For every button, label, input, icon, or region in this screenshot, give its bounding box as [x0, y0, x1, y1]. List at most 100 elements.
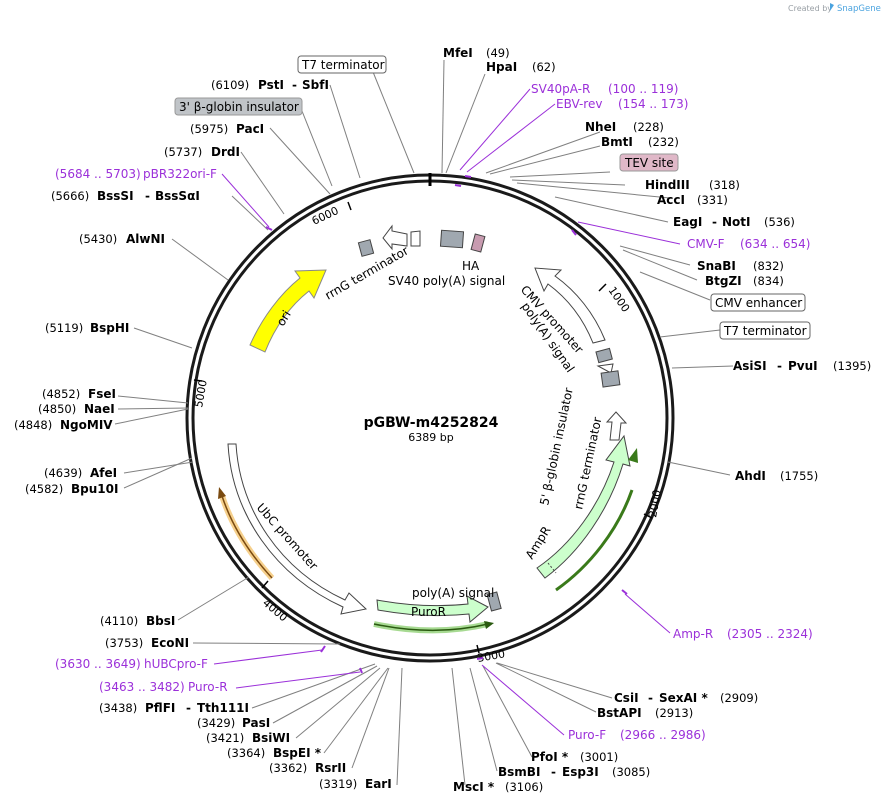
- site-econi-name: EcoNI: [151, 636, 189, 650]
- site-bbsi-name: BbsI: [146, 614, 175, 628]
- right-gray-block-2: [600, 370, 621, 388]
- boxed-label-cmv-enhancer: CMV enhancer: [710, 293, 806, 312]
- site-btgzi-name: BtgZI: [705, 274, 742, 288]
- primer-leader-lines: [213, 88, 681, 736]
- site-afei-name: AfeI: [90, 466, 117, 480]
- site-ahdi-pos: (1755): [780, 469, 818, 483]
- site-asisi-pos: (1395): [833, 359, 871, 373]
- site-snabi-name: SnaBI: [697, 259, 736, 273]
- site-bmti-pos: (232): [648, 135, 679, 149]
- tick-label-4000: 4000: [260, 596, 290, 624]
- site-bpu10i-name: Bpu10I: [71, 482, 118, 496]
- site-psti-sep: -: [292, 78, 297, 92]
- site-hindiii-pos: (318): [709, 178, 740, 192]
- primer-hubcpro-f-range: (3630 .. 3649): [55, 657, 141, 671]
- site-csii-sep: -: [648, 691, 653, 705]
- boxed-label-3-beta-globin-insulator: 3' β-globin insulator: [174, 97, 303, 116]
- boxed-label-tev-site: TEV site: [619, 153, 679, 172]
- site-eagi-sep: -: [712, 215, 717, 229]
- backbone: [185, 173, 675, 663]
- feature-sv40-polya: SV40 poly(A) signal: [382, 224, 505, 288]
- primer-sv40pa-r-name: SV40pA-R: [531, 82, 590, 96]
- primer-amp-r-name: Amp-R: [673, 627, 713, 641]
- site-bsiwi-name: BsiWI: [252, 731, 290, 745]
- right-small-arrow: [596, 363, 614, 374]
- cmv-enhancer-label: CMV enhancer: [715, 296, 802, 310]
- site-tth111i-name: Tth111I: [197, 701, 249, 715]
- site-ngomiv-name: NgoMIV: [60, 418, 113, 432]
- site-esp3i-name: Esp3I: [562, 765, 599, 779]
- site-bsssi-name: BssSI: [97, 189, 134, 203]
- site-nhei-name: NheI: [585, 120, 616, 134]
- terminator-block-top: [439, 229, 465, 249]
- polya-bottom-label: poly(A) signal: [412, 586, 494, 600]
- primer-cmv-f-name: CMV-F: [687, 237, 725, 251]
- site-psti-pos: (6109): [211, 78, 249, 92]
- site-bsphi-pos: (5119): [45, 321, 83, 335]
- site-csii-name: CsiI: [614, 691, 639, 705]
- site-sbfi-name: SbfI: [302, 78, 329, 92]
- site-eagi-name: EagI: [673, 215, 702, 229]
- site-mfei-pos: (49): [486, 46, 510, 60]
- sv40-label: SV40 poly(A) signal: [388, 274, 505, 288]
- site-asisi-name: AsiSI: [733, 359, 767, 373]
- site-hpai-pos: (62): [532, 60, 556, 74]
- site-bmti-name: BmtI: [601, 135, 633, 149]
- feature-ha: HA: [462, 233, 486, 273]
- site-eagi-pos: (536): [764, 215, 795, 229]
- snapgene-logo-icon: [830, 3, 834, 11]
- site-bspei-name: BspEI *: [273, 746, 322, 760]
- site-bstapi-name: BstAPI: [597, 706, 642, 720]
- primer-ebv-rev-range: (154 .. 173): [618, 97, 688, 111]
- tick-label-3000: 3000: [476, 647, 506, 665]
- site-snabi-pos: (832): [753, 259, 784, 273]
- site-pvui-name: PvuI: [788, 359, 818, 373]
- site-btgzi-pos: (834): [753, 274, 784, 288]
- primer-pbr322ori-f-range: (5684 .. 5703): [55, 167, 141, 181]
- site-naei-pos: (4850): [38, 402, 76, 416]
- tev-site-label: TEV site: [624, 156, 674, 170]
- site-bsssi-sep: -: [145, 189, 150, 203]
- t7-terminator-top-label: T7 terminator: [301, 58, 385, 72]
- site-bbsi-pos: (4110): [100, 614, 138, 628]
- site-hindiii-name: HindIII: [645, 178, 690, 192]
- site-msci-name: MscI *: [453, 780, 495, 794]
- boxed-label-t7-terminator-right: T7 terminator: [719, 321, 811, 340]
- site-sexai-name: SexAI *: [659, 691, 708, 705]
- site-pflfi-pos: (3438): [99, 701, 137, 715]
- primer-hubcpro-f-name: hUBCpro-F: [144, 657, 208, 671]
- primer-sv40pa-r-range: (100 .. 119): [608, 82, 678, 96]
- site-bsiwi-pos: (3421): [206, 731, 244, 745]
- primer-ebv-rev-name: EBV-rev: [556, 97, 602, 111]
- primer-markers: [265, 175, 628, 674]
- site-pasi-name: PasI: [242, 716, 270, 730]
- feature-puror: PuroR: [373, 595, 494, 634]
- feature-ori: ori: [249, 269, 327, 353]
- site-pflfi-sep: -: [186, 701, 191, 715]
- tick-marks: [193, 201, 653, 654]
- tick-1000: [598, 283, 607, 292]
- primer-puro-r-name: Puro-R: [188, 680, 228, 694]
- site-nhei-pos: (228): [633, 120, 664, 134]
- site-alwni-pos: (5430): [79, 232, 117, 246]
- site-pflfi-name: PflFI: [145, 701, 175, 715]
- tick-6000: [347, 201, 352, 211]
- site-psti-name: PstI: [258, 78, 284, 92]
- boxed-label-t7-terminator-top: T7 terminator: [297, 55, 387, 74]
- bottom-gray-block: [486, 591, 502, 612]
- primer-pbr322ori-f-name: pBR322ori-F: [143, 167, 217, 181]
- site-eari-pos: (3319): [319, 777, 357, 791]
- site-asisi-sep: -: [777, 359, 782, 373]
- site-bsmbi-name: BsmBI: [498, 765, 540, 779]
- rrng-terminator-right-arrow: [605, 411, 628, 441]
- site-bsssai-name: BssSαI: [155, 189, 200, 203]
- feature-ubc-promoter: UbC promoter: [218, 443, 368, 615]
- right-gray-block-1: [595, 347, 613, 364]
- created-by-text: Created by: [788, 4, 832, 13]
- t7-terminator-right-label: T7 terminator: [723, 324, 807, 338]
- site-bspei-pos: (3364): [227, 746, 265, 760]
- site-alwni-name: AlwNI: [126, 232, 165, 246]
- site-fsei-pos: (4852): [42, 387, 80, 401]
